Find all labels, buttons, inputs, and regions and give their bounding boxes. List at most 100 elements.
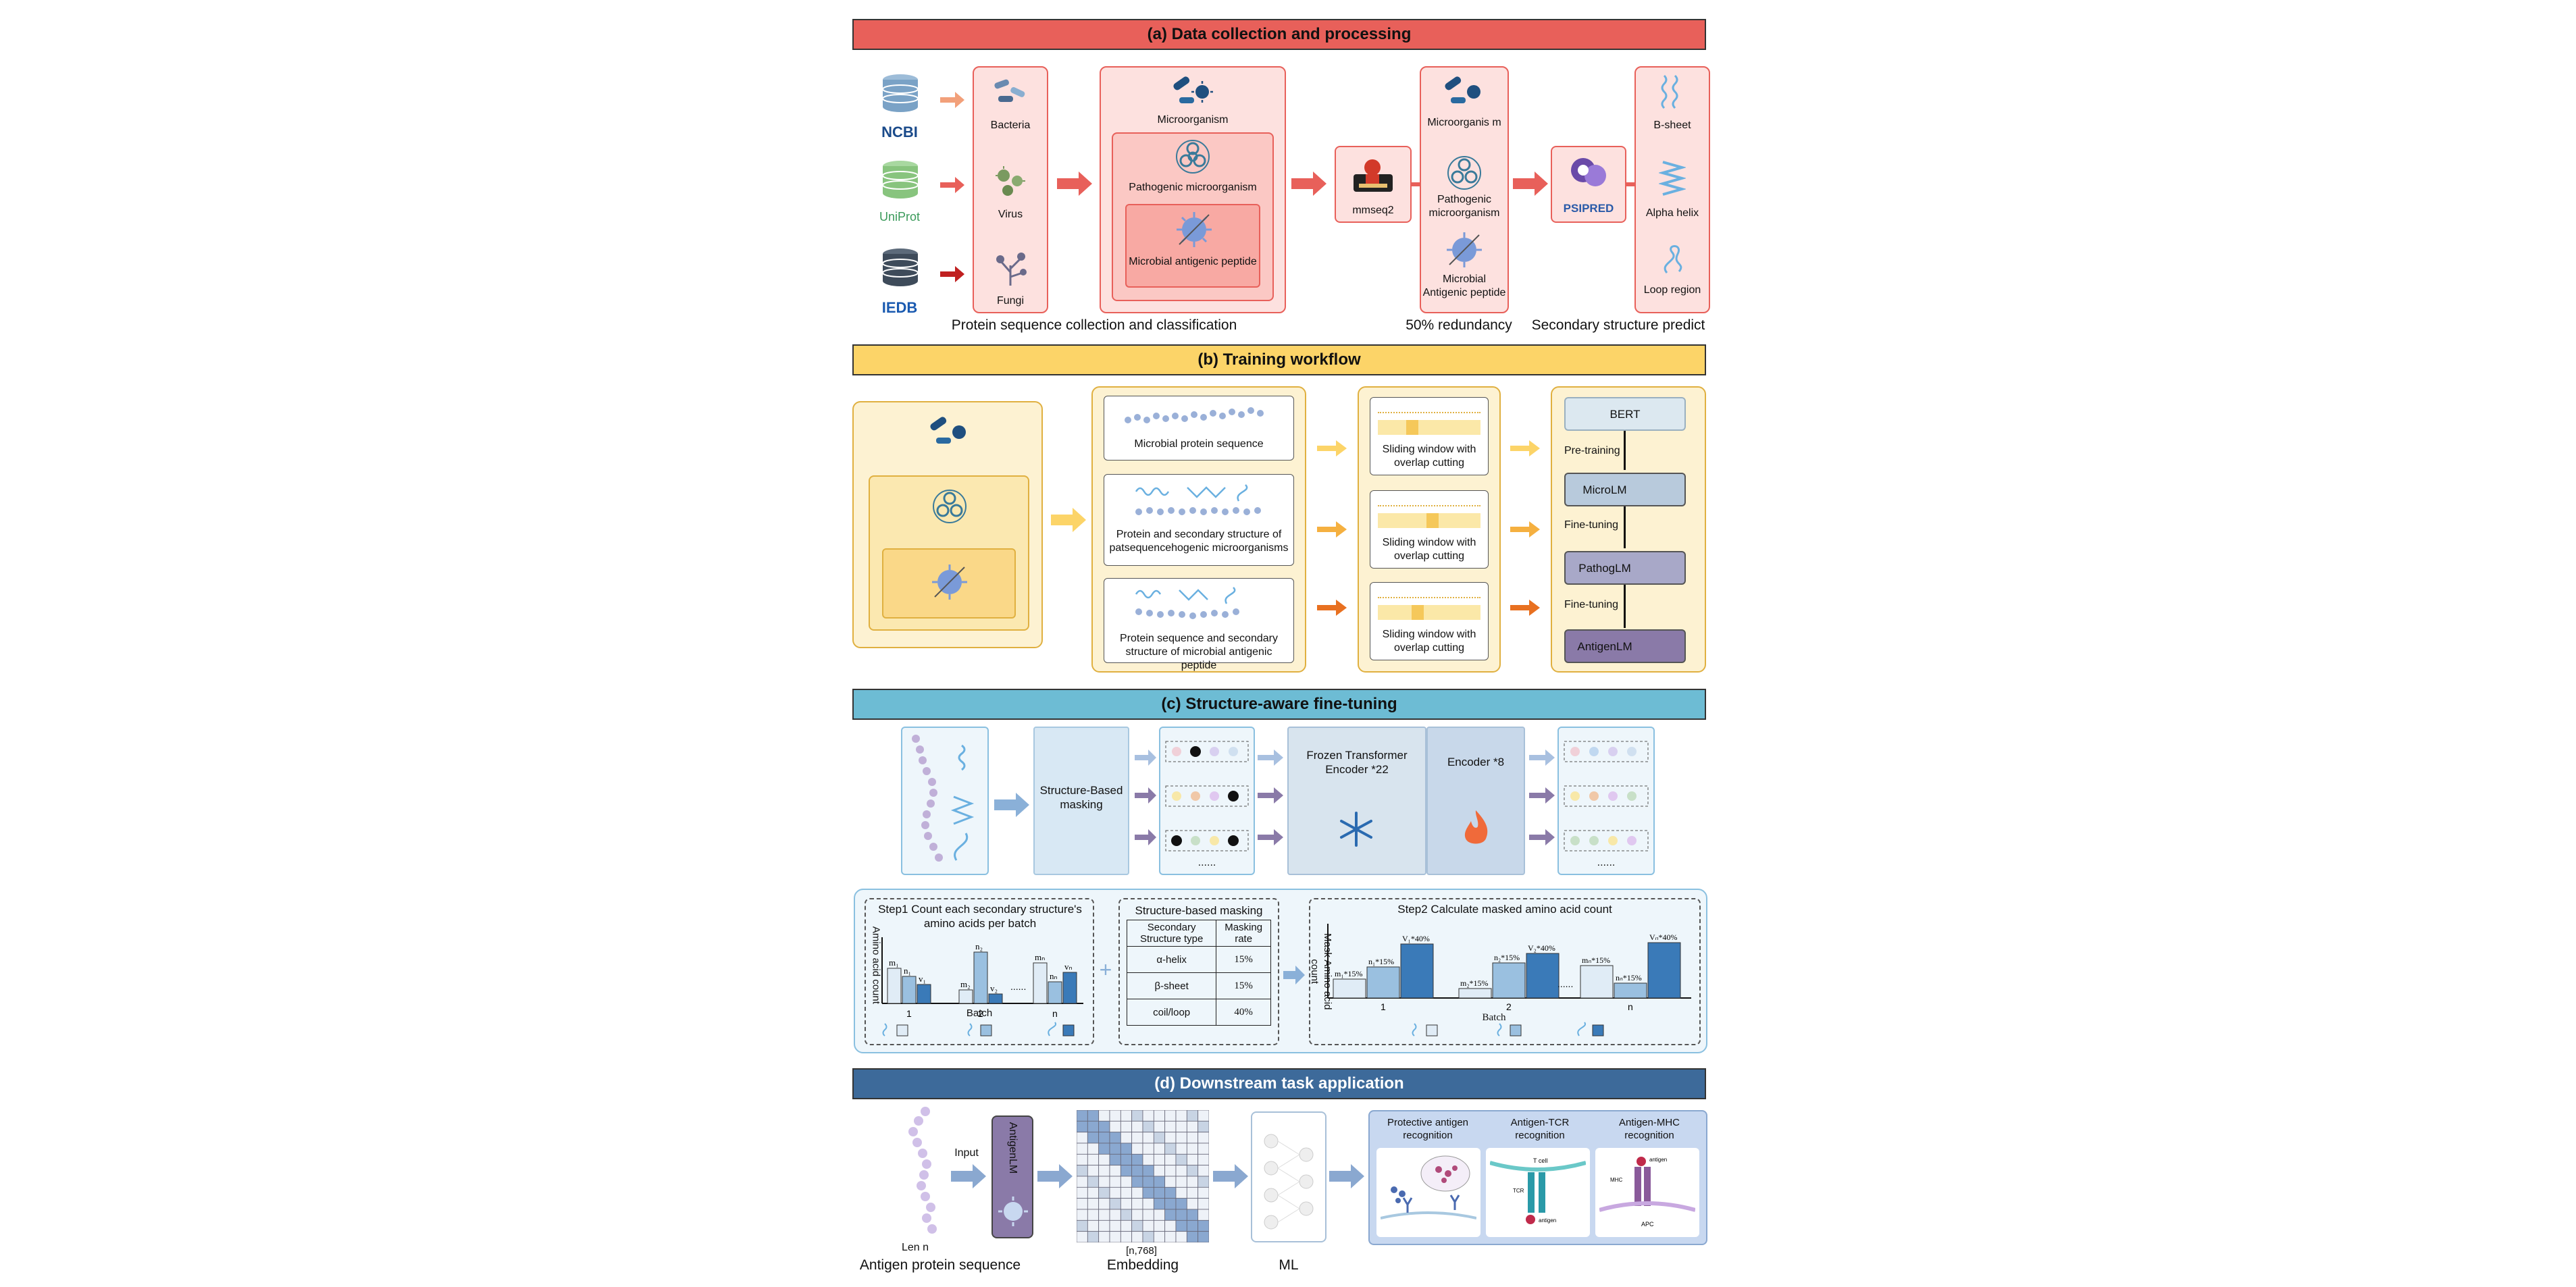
step2-box [1309,898,1701,1045]
dots-1: ...... [1197,857,1216,868]
microorganism-icon [1445,76,1480,103]
embedding-cell [1175,1120,1187,1133]
embedding-cell [1164,1120,1177,1133]
embedding-cell [1120,1132,1133,1144]
embedding-cell [1098,1153,1110,1166]
embedding-cell [1164,1176,1177,1188]
step1-bar-label: n₂ [975,941,983,951]
embedding-cell [1131,1165,1143,1177]
embedding-cell [1131,1142,1143,1155]
folded-sequence-icon [912,735,975,862]
embedding-cell [1186,1110,1199,1122]
embedding-cell [1131,1198,1143,1210]
step1-bar-label: nₙ [1050,971,1058,981]
connector-line [1626,182,1636,186]
table-cell: 40% [1216,999,1271,1026]
fire-icon [1464,810,1488,844]
input-label-1: Microbial protein sequence [1134,438,1264,450]
step2-bar [1366,966,1400,999]
model-pathoglm-label: PathogLM [1578,562,1631,575]
database-icon [882,248,919,286]
label-pathogenic: Pathogenic microorganism [1129,182,1257,193]
embedding-cell [1109,1176,1121,1188]
embedding-cell [1153,1165,1166,1177]
label-antigenic: Microbial antigenic peptide [1129,256,1257,267]
embedding-cell [1175,1209,1187,1221]
database-icon [882,161,919,199]
uniprot-logo: UniProt [879,210,921,224]
embedding-cell [1087,1110,1100,1122]
embedding-cell [1175,1165,1187,1177]
embedding-cell [1131,1176,1143,1188]
masking-box [1033,727,1129,875]
masking-label: Structure-Based masking [1039,784,1123,812]
encoder-label: Encoder *8 [1447,756,1505,768]
embedding-cell [1142,1132,1154,1144]
step2-bar-label: n₁*15% [1368,957,1394,966]
embedding-cell [1153,1231,1166,1242]
window-highlight [1426,513,1439,528]
pipeline-line [1624,431,1626,470]
embedding-cell [1153,1110,1166,1122]
organism-fungi: Fungi [996,295,1025,307]
task-tcr: Antigen-TCR recognition [1510,1117,1570,1141]
model-microlm [1564,473,1686,506]
mmseq-box [1335,146,1412,223]
embedding-cell [1164,1132,1177,1144]
step2-dots: ...... [1557,978,1573,989]
table-box [1118,898,1279,1045]
label-reduced-micro: Microorganis m [1427,117,1501,128]
input-label-3: Protein sequence and secondary structure… [1120,633,1278,671]
embedding-cell [1197,1153,1209,1166]
step1-box [865,898,1094,1045]
embedding-cell [1087,1231,1100,1242]
embedding-cell [1164,1219,1177,1232]
window-strip [1378,500,1480,506]
embedding-cell [1077,1209,1088,1221]
embedding-cell [1098,1176,1110,1188]
step1-bar [917,984,931,1004]
step2-xtick: 1 [1381,1001,1386,1012]
step1-bar-label: v₁ [919,974,926,984]
biohazard-icon [933,490,967,523]
embedding-cell [1197,1231,1209,1242]
embedding-cell [1164,1186,1177,1199]
model-pathoglm [1564,551,1686,585]
model-antigenlm [1564,629,1686,663]
embedding-cell [1197,1165,1209,1177]
structure-beads-icon [1135,587,1239,619]
table-cell: α-helix [1126,946,1217,973]
embedding-cell [1098,1165,1110,1177]
embedding-cell [1077,1165,1088,1177]
embedding-cell [1142,1209,1154,1221]
embedding-cell [1109,1198,1121,1210]
embedding-cell [1120,1209,1133,1221]
embedding-cell [1175,1176,1187,1188]
arrow-right-icon [994,793,1029,817]
embedding-cell [1153,1198,1166,1210]
label-beta-sheet: B-sheet [1653,120,1691,131]
embedding-cell [1175,1219,1187,1232]
sliding-label-3: Sliding window with overlap cutting [1382,629,1476,654]
embedding-cell [1131,1209,1143,1221]
step1-dots: ...... [1010,981,1026,992]
label-microorganism: Microorganism [1157,114,1229,126]
caption-embedding: Embedding [1106,1257,1179,1273]
step1-xtick: 2 [978,1008,983,1019]
step2-xtick: 2 [1506,1001,1512,1012]
embedding-cell [1186,1198,1199,1210]
embedding-cell [1175,1231,1187,1242]
embedding-cell [1197,1110,1209,1122]
cell-label-tcr: TCR [1513,1188,1524,1194]
step1-xtick: 1 [906,1008,912,1019]
snowflake-icon [1340,812,1372,847]
protective-antigen-illustration [1381,1155,1476,1219]
task-protective: Protective antigen recognition [1387,1117,1469,1141]
step1-title: Step1 Count each secondary structure's a… [878,903,1082,930]
embedding-cell [1142,1142,1154,1155]
embedding-cell [1186,1209,1199,1221]
step2-bar-label: m₂*15% [1460,978,1489,988]
antigen-icon [932,564,967,600]
